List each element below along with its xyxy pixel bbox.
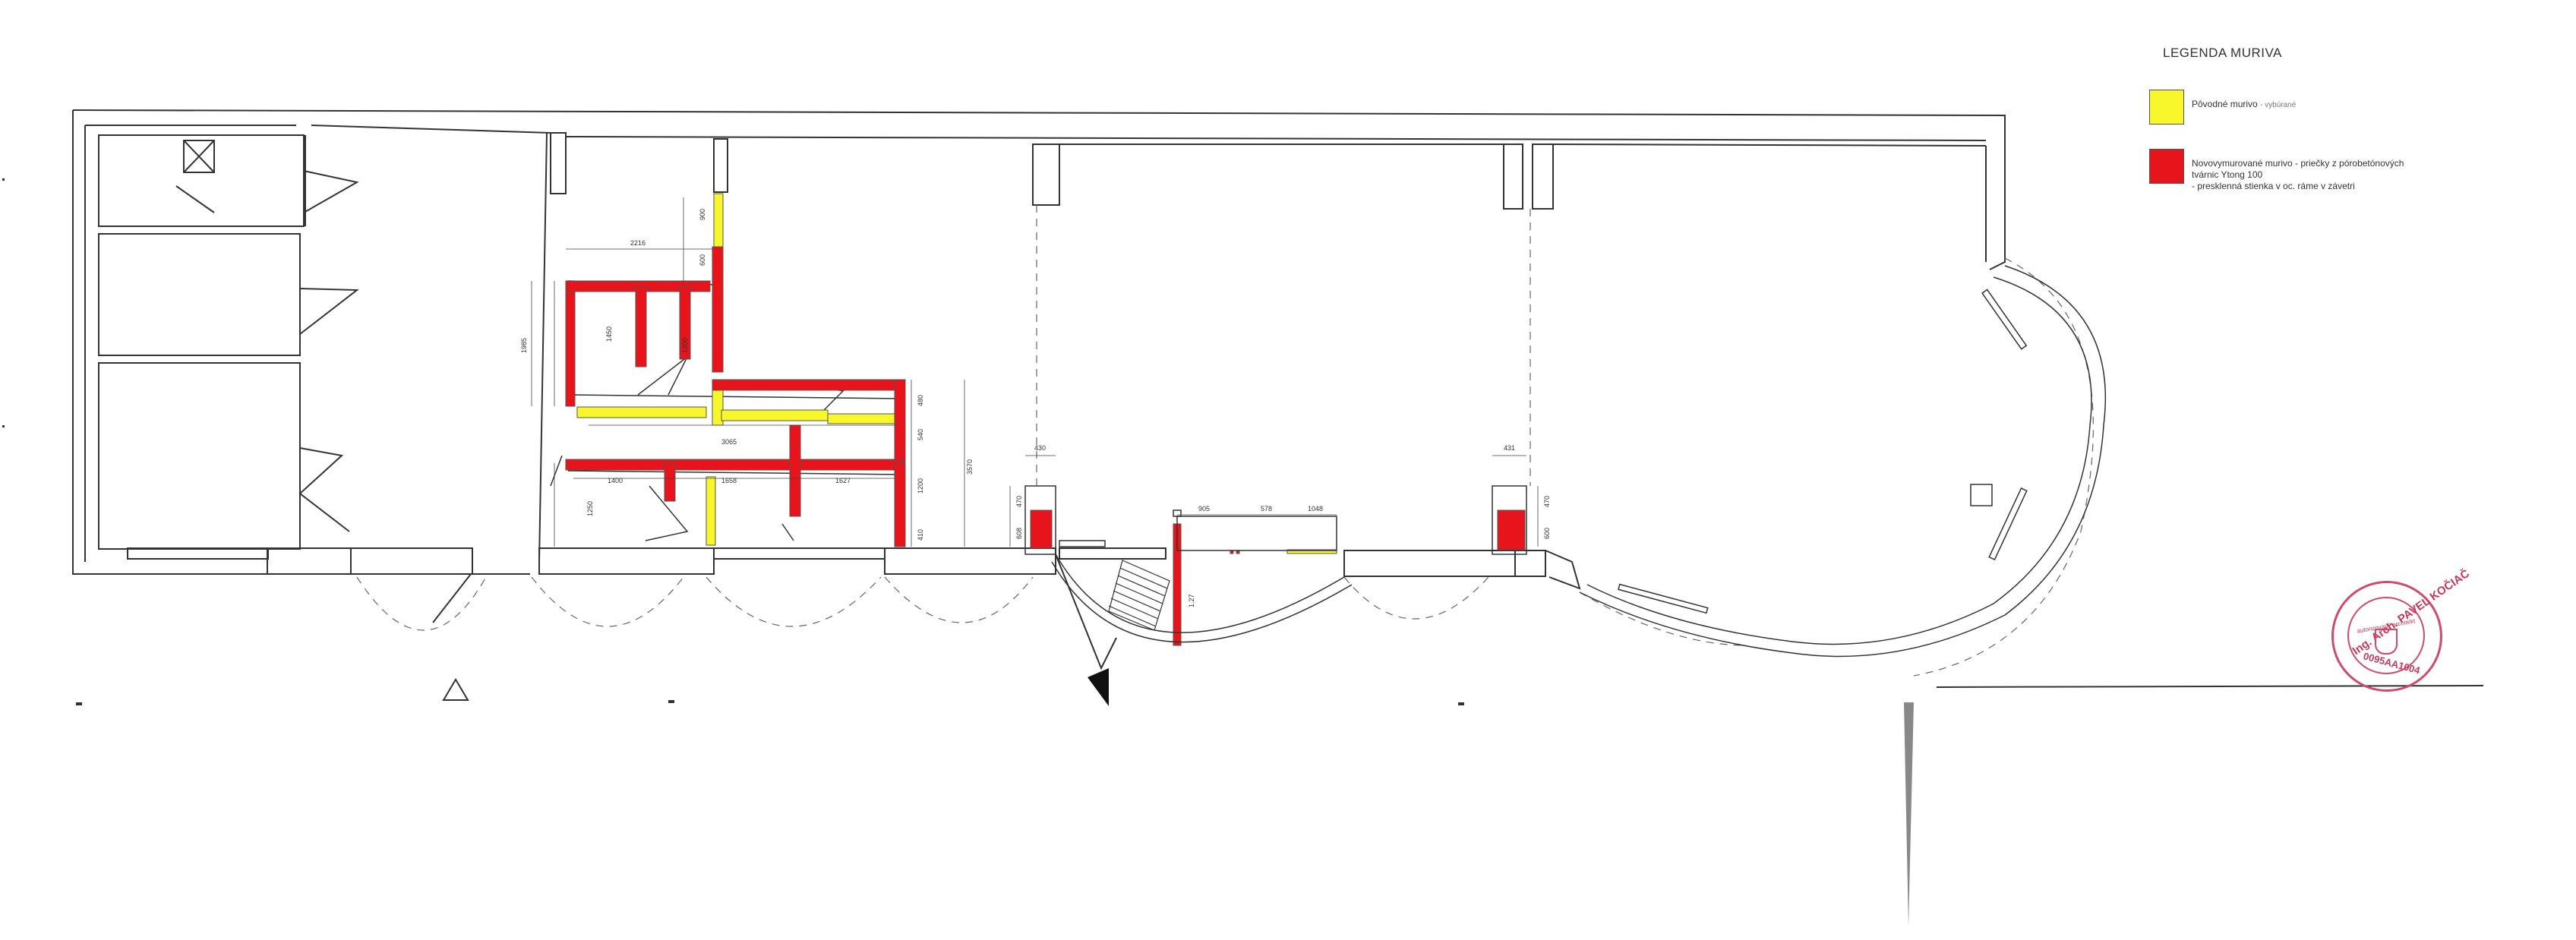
- legend-item-new: Novovymurované murivo - priečky z pórobe…: [2149, 149, 2420, 192]
- legend-item-original: Pôvodné murivo - vybúrané: [2149, 90, 2496, 125]
- dim-label: 900: [699, 209, 706, 220]
- dim-label: 470: [1015, 496, 1023, 507]
- sheet-frame: [1904, 685, 2484, 926]
- entrance-marker-filled: [1088, 668, 1109, 706]
- dim-label: 1450: [605, 326, 613, 342]
- outer-walls: [72, 109, 2006, 575]
- legend-sublabel: - vybúrané: [2260, 101, 2297, 109]
- dimension-lines: [531, 197, 1539, 547]
- bottom-walls: [127, 132, 1581, 670]
- dim-label: 1048: [1308, 505, 1323, 513]
- dim-label: 905: [1198, 505, 1210, 513]
- dim-label: 578: [1261, 505, 1272, 513]
- dim-label: 430: [1034, 444, 1046, 452]
- dim-label: 410: [917, 529, 924, 541]
- dim-label: 1200: [917, 478, 924, 494]
- original-walls: [576, 193, 1337, 554]
- dim-label: 3570: [966, 459, 974, 475]
- legend-text: Novovymurované murivo - priečky z pórobe…: [2192, 149, 2420, 192]
- crest-icon: [2375, 629, 2398, 655]
- dim-label: 600: [1543, 528, 1551, 539]
- legend-title: LEGENDA MURIVA: [2163, 46, 2282, 60]
- dim-label: 1.27: [1188, 594, 1195, 607]
- dim-label: 540: [917, 429, 924, 440]
- new-walls: [565, 246, 1526, 646]
- dim-label: 1658: [721, 477, 737, 484]
- entrance-marker-outline: [442, 678, 469, 701]
- stamp-inner-ring: [2347, 597, 2425, 674]
- posts: [1024, 484, 1993, 555]
- dim-label: 1200: [681, 338, 689, 353]
- dim-label: 480: [917, 395, 924, 406]
- dim-label: 1627: [835, 477, 851, 484]
- architect-stamp: Ing. Arch. PAVEL KOČIAČ autorizovaný arc…: [2331, 567, 2472, 692]
- dim-label: 1985: [520, 338, 528, 353]
- legend-text: Pôvodné murivo - vybúrané: [2192, 90, 2496, 111]
- stairs: [1108, 560, 1170, 631]
- legend-label: Novovymurované murivo - priečky z pórobe…: [2192, 158, 2404, 180]
- legend-swatch-red: [2149, 149, 2184, 184]
- legend-swatch-yellow: [2149, 90, 2184, 125]
- legend-label: Pôvodné murivo: [2192, 99, 2258, 109]
- dim-label: 431: [1504, 444, 1515, 452]
- dashed-lines: [356, 205, 2094, 677]
- curved-facade: [1051, 265, 2107, 658]
- dim-label: 1400: [608, 477, 623, 484]
- dim-label: 1250: [586, 501, 594, 516]
- dim-label: 470: [1543, 496, 1551, 507]
- markers: [2, 178, 1464, 706]
- dim-label: 600: [699, 254, 706, 266]
- dim-label: 2216: [630, 239, 646, 247]
- dim-label: 3065: [721, 438, 737, 446]
- legend-sublabel: - presklenná stienka v oc. ráme v závetr…: [2192, 181, 2355, 191]
- left-rooms: [98, 134, 359, 550]
- dim-label: 608: [1015, 528, 1023, 539]
- dimension-labels: 2216 900 600 1450 1200 1985 3065 480 540…: [520, 209, 1551, 607]
